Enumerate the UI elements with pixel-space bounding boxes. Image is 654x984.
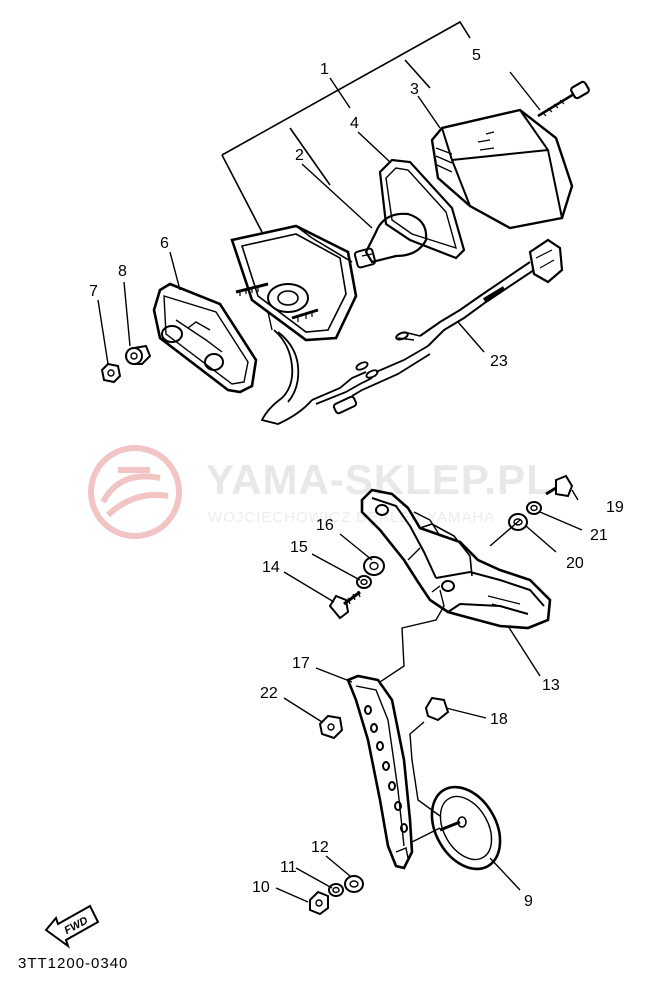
callout-8: 8 <box>118 263 127 280</box>
connector-harness <box>332 238 564 415</box>
callout-9: 9 <box>524 893 533 910</box>
lens-gasket <box>378 158 466 260</box>
callout-14: 14 <box>262 559 280 576</box>
callout-17: 17 <box>292 655 310 672</box>
base-plate <box>152 282 258 394</box>
callout-16: 16 <box>316 517 334 534</box>
callout-6: 6 <box>160 235 169 252</box>
bolt-19 <box>545 474 574 498</box>
callout-19: 19 <box>606 499 624 516</box>
lens-screw <box>509 71 590 118</box>
callout-3: 3 <box>410 81 419 98</box>
callout-22: 22 <box>260 685 278 702</box>
housing-wire-harness <box>260 329 379 425</box>
fwd-arrow: FWD <box>44 904 100 949</box>
callout-leaders-bottom <box>275 489 583 903</box>
callout-12: 12 <box>311 839 329 856</box>
callout-11: 11 <box>280 859 297 876</box>
callout-5: 5 <box>472 47 481 64</box>
rear-bracket <box>360 488 552 630</box>
callout-7: 7 <box>89 283 98 300</box>
callout-4: 4 <box>350 115 359 132</box>
callout-numbers: 1 2 3 4 5 6 7 8 9 10 11 12 13 14 15 16 1… <box>89 47 624 910</box>
watermark-brand: YAMA-SKLEP.PL <box>206 456 553 503</box>
spring-washer-21 <box>526 501 542 515</box>
washer-16 <box>363 556 385 576</box>
washer-12 <box>344 875 364 893</box>
spring-washer-15 <box>356 575 372 589</box>
bolt-14 <box>328 590 361 620</box>
nut-7 <box>100 362 122 384</box>
callout-18: 18 <box>490 711 508 728</box>
license-bracket-assembly <box>275 474 583 916</box>
nut-22 <box>318 714 344 740</box>
nut-10 <box>309 890 329 916</box>
washer-20 <box>508 513 528 531</box>
part-code: 3TT1200-0340 <box>18 955 128 972</box>
callout-10: 10 <box>252 879 270 896</box>
license-plate-bracket <box>346 674 414 870</box>
callout-1: 1 <box>320 61 329 78</box>
callout-2: 2 <box>295 147 304 164</box>
spring-washer-11 <box>328 883 344 897</box>
callout-leaders-top <box>97 77 485 365</box>
watermark: YAMA-SKLEP.PL WOJCIECHOWICZ DEALER YAMAH… <box>88 445 553 539</box>
assembly-bracket-lines <box>221 20 471 233</box>
reflector <box>411 785 502 871</box>
callout-23: 23 <box>490 353 508 370</box>
callout-15: 15 <box>290 539 308 556</box>
tail-light-bulb <box>353 212 428 269</box>
callout-13: 13 <box>542 677 560 694</box>
tail-light-assembly <box>97 20 590 425</box>
tail-light-lens <box>430 108 574 230</box>
callout-20: 20 <box>566 555 584 572</box>
watermark-subtitle: WOJCIECHOWICZ DEALER YAMAHA <box>208 509 495 526</box>
nut-18 <box>424 696 450 722</box>
tail-light-housing <box>230 224 358 342</box>
callout-21: 21 <box>590 527 608 544</box>
watermark-logo <box>88 445 182 539</box>
collar <box>125 344 152 365</box>
